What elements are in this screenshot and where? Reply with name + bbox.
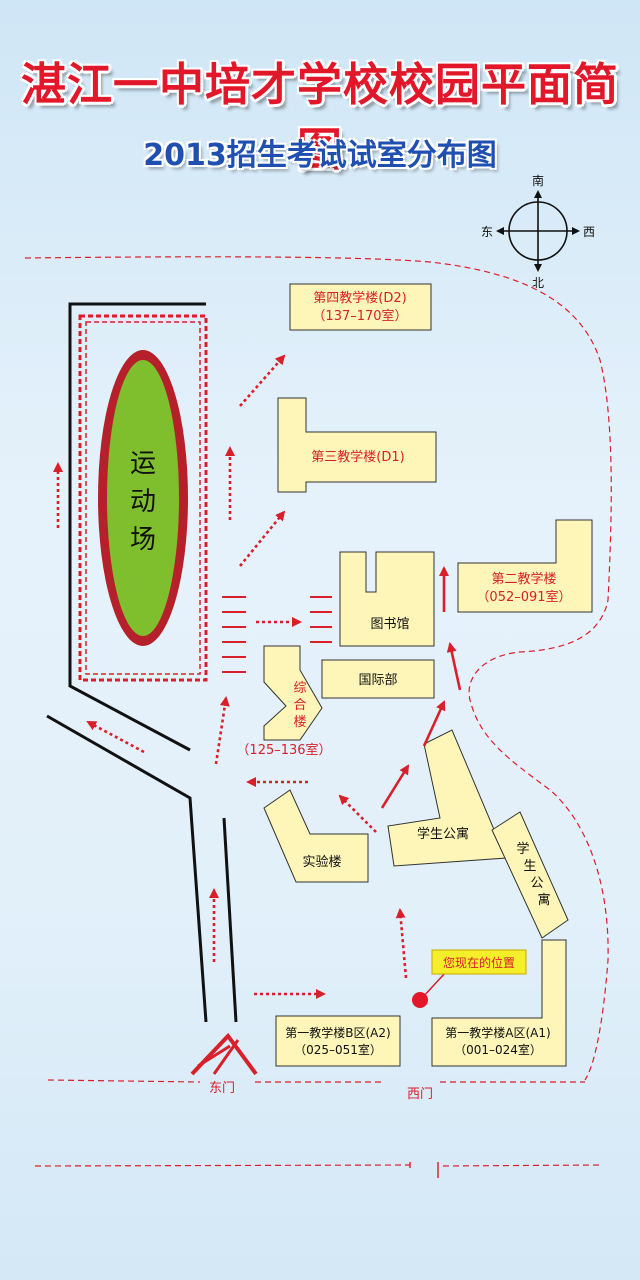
a1-rooms: （001–024室） — [454, 1042, 542, 1057]
building-lab — [263, 789, 369, 883]
a1-name: 第一教学楼A区(A1) — [445, 1025, 550, 1040]
field-label-2: 动 — [130, 487, 156, 517]
building-d1 — [277, 397, 437, 493]
crosswalks — [222, 596, 332, 673]
a2-name: 第一教学楼B区(A2) — [285, 1025, 390, 1040]
b2-rooms: （052–091室） — [476, 589, 571, 605]
compass-label-bottom: 北 — [532, 276, 544, 290]
intl-name: 国际部 — [358, 673, 397, 688]
route-arrows — [53, 354, 462, 999]
library-name: 图书馆 — [370, 617, 409, 632]
building-dorm2 — [491, 811, 569, 939]
zonghe-label-3: 楼 — [293, 715, 306, 730]
you-are-here-label: 您现在的位置 — [443, 955, 515, 970]
compass-label-left: 东 — [481, 225, 493, 239]
dorm2-label-3: 公 — [530, 876, 543, 891]
d2-rooms: （137–170室） — [312, 308, 407, 324]
building-d2 — [289, 283, 432, 331]
b2-name: 第二教学楼 — [491, 571, 556, 587]
sports-field: 运 动 场 — [78, 314, 208, 682]
building-dorm1 — [387, 729, 507, 867]
campus-boundary — [24, 256, 612, 1167]
buildings — [263, 283, 593, 1067]
d2-name: 第四教学楼(D2) — [313, 290, 406, 306]
building-b2 — [457, 519, 593, 613]
zonghe-label-1: 综 — [293, 681, 306, 696]
d1-name: 第三教学楼(D1) — [311, 449, 404, 465]
field-label-1: 运 — [130, 449, 156, 479]
building-library — [339, 551, 435, 647]
east-gate: 东门 — [190, 1032, 258, 1096]
page-title: 湛江一中培才学校校园平面简图 — [20, 58, 619, 176]
a2-rooms: （025–051室） — [294, 1042, 382, 1057]
field-label-3: 场 — [130, 525, 156, 555]
building-intl — [321, 659, 435, 699]
compass: 南 北 东 西 — [481, 173, 595, 290]
zonghe-label-2: 合 — [293, 698, 306, 713]
zonghe-rooms: （125–136室） — [236, 742, 331, 758]
compass-label-top: 南 — [532, 173, 544, 188]
building-a1 — [431, 939, 567, 1067]
dorm1-name: 学生公寓 — [417, 826, 469, 842]
east-gate-label: 东门 — [209, 1081, 235, 1096]
building-a2 — [275, 1015, 401, 1067]
dorm2-label-2: 生 — [523, 859, 536, 874]
roads — [46, 302, 238, 1023]
dorm2-label-4: 寓 — [537, 892, 550, 908]
dorm2-label-1: 学 — [516, 841, 529, 857]
west-gate-label: 西门 — [407, 1087, 433, 1102]
building-zonghe — [263, 645, 323, 741]
you-are-here-marker: 您现在的位置 — [412, 949, 527, 1008]
lab-name: 实验楼 — [302, 854, 341, 870]
page-subtitle: 2013招生考试试室分布图 — [143, 138, 497, 173]
compass-label-right: 西 — [583, 225, 595, 239]
